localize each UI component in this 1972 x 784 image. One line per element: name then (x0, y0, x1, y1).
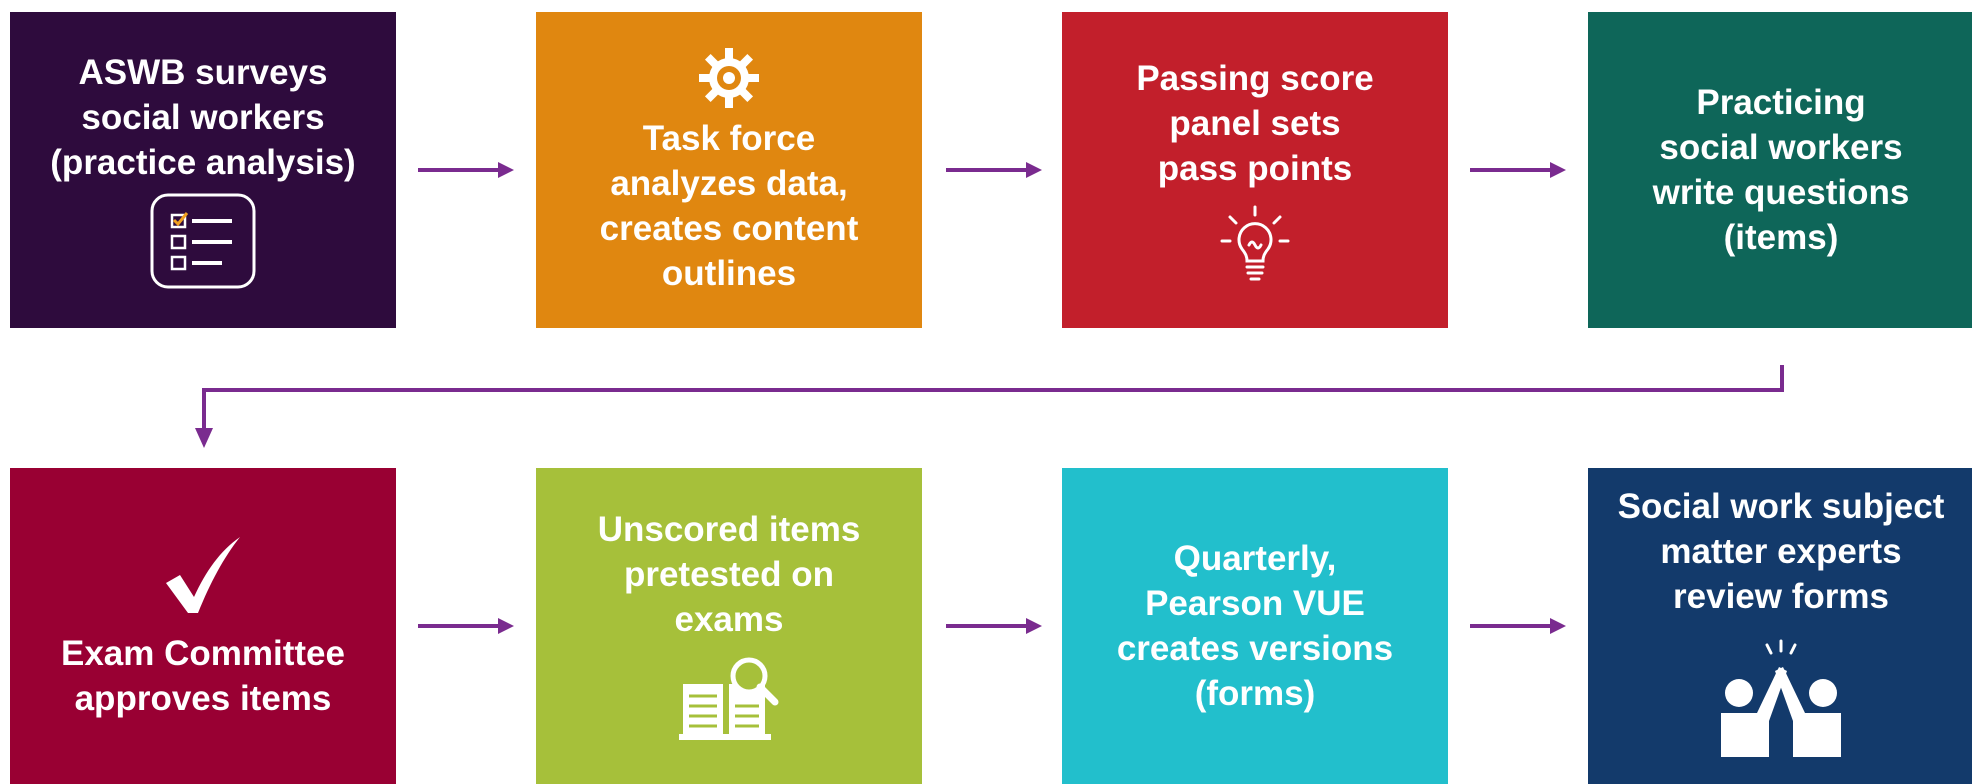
step-box-6: Unscored items pretested on exams (536, 468, 922, 784)
checklist-icon (150, 193, 256, 288)
gear-icon (699, 48, 759, 108)
arrow-step7-to-step8 (1470, 618, 1566, 634)
step-box-1: ASWB surveys social workers (practice an… (10, 12, 396, 328)
arrow-step3-to-step4 (1470, 162, 1566, 178)
arrow-step2-to-step3 (946, 162, 1042, 178)
book-search-icon (679, 657, 779, 740)
high-five-icon (1721, 639, 1841, 757)
step-label: Exam Committee approves items (61, 634, 345, 718)
step-box-2: Task force analyzes data, creates conten… (536, 12, 922, 328)
step-box-5: Exam Committee approves items (10, 468, 396, 784)
checkmark-icon (166, 537, 240, 613)
step-box-7: Quarterly, Pearson VUE creates versions … (1062, 468, 1448, 784)
step-label: Practicing social workers write question… (1652, 83, 1910, 257)
arrow-step1-to-step2 (418, 162, 514, 178)
arrow-step6-to-step7 (946, 618, 1042, 634)
arrow-step5-to-step6 (418, 618, 514, 634)
step-label: Unscored items pretested on exams (597, 509, 861, 639)
step-box-4: Practicing social workers write question… (1588, 12, 1972, 328)
step-box-3: Passing score panel sets pass points (1062, 12, 1448, 328)
step-label: Task force analyzes data, creates conten… (599, 119, 859, 293)
step-label: Social work subject matter experts revie… (1617, 487, 1945, 616)
lightbulb-icon (1220, 205, 1290, 280)
step-box-8: Social work subject matter experts revie… (1588, 468, 1972, 784)
step-label: Passing score panel sets pass points (1136, 58, 1374, 188)
step-label: Quarterly, Pearson VUE creates versions … (1116, 539, 1394, 713)
step-label: ASWB surveys social workers (practice an… (50, 52, 356, 182)
